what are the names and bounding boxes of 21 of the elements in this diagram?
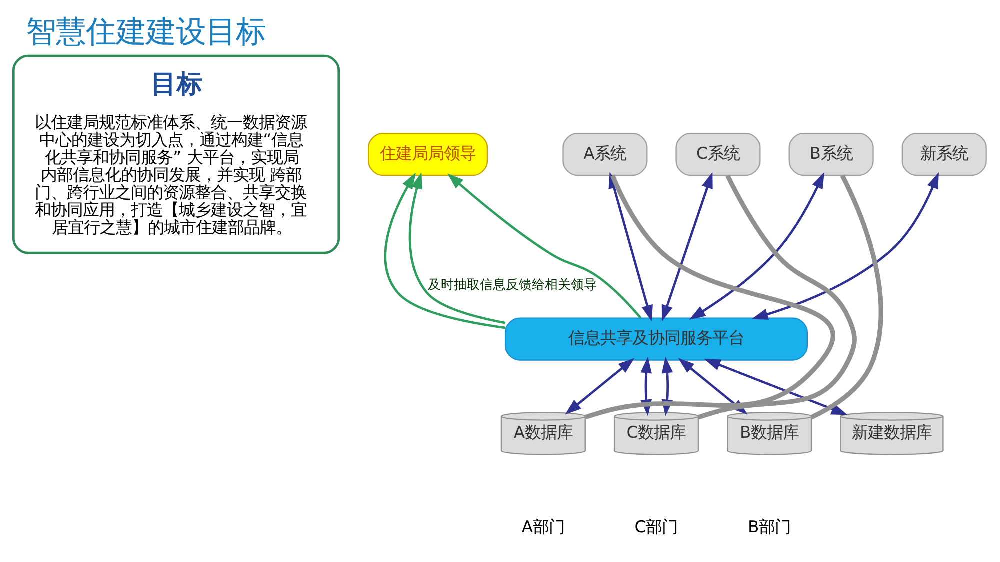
node-box: B系统 <box>788 132 874 176</box>
arrow <box>752 172 939 320</box>
arrow <box>662 172 713 322</box>
node-box: A系统 <box>562 132 648 176</box>
node-box: 目标 以住建局规范标准体系、统一数据资源中心的建设为切入点，通过构建“信息化共享和协同服务” 大平台，实现局内部信息化的协同发展，并实现 跨部门、跨行业之间的资源整合、共享交换和协同应用，打造【城乡建设之智，宜居宜行之慧】的城市住建部品牌。 <box>12 54 340 254</box>
arrow <box>448 174 642 319</box>
arrow <box>565 358 635 415</box>
node-box: 信息共享及协同服务平台 <box>504 318 808 361</box>
node-box: 住建局局领导 <box>368 132 488 176</box>
node-label: C部门 <box>634 517 678 536</box>
arrow <box>689 172 824 320</box>
connector <box>810 174 884 420</box>
arrow <box>384 172 506 330</box>
node-box: C系统 <box>676 132 761 176</box>
connector <box>584 174 836 420</box>
diagram-title: 智慧住建建设目标 <box>26 14 266 50</box>
node-label: B部门 <box>748 517 792 536</box>
arrow <box>408 172 506 324</box>
edge-label: 及时抽取信息反馈给相关领导 <box>428 278 598 293</box>
node-box: 新系统 <box>902 132 987 176</box>
node-label: A部门 <box>522 517 565 536</box>
